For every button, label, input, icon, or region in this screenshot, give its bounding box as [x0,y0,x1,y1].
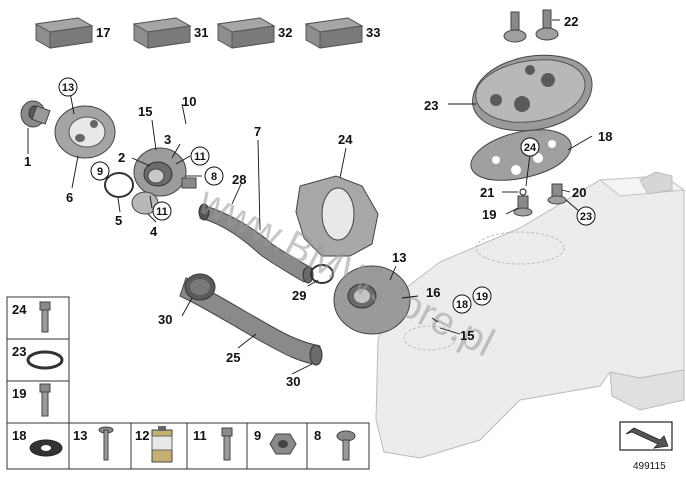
callout-17: 17 [96,25,110,40]
callout-31: 31 [194,25,208,40]
callout-7: 7 [254,124,261,139]
legend-label-23: 23 [12,344,26,359]
legend-label-11: 11 [193,428,207,443]
box-32[interactable] [216,17,276,49]
callout-32: 32 [278,25,292,40]
callout-28: 25 [226,350,240,365]
callout-1: 1 [24,154,31,169]
washer-icon-18 [29,439,63,457]
box-31[interactable] [132,17,192,49]
callout-25: 22 [564,14,578,29]
circled-18: 18 [456,299,468,311]
callout-2: 2 [118,150,125,165]
callout-30-left: 30 [158,312,172,327]
fuel-tank [375,171,686,459]
legend-label-12: 12 [135,428,149,443]
callout-20: 18 [598,129,612,144]
o-ring-part-5[interactable] [104,172,134,198]
fitting-part-21-right[interactable] [547,183,567,205]
screw-icon-8 [336,430,356,461]
screw-part-25-right[interactable] [535,9,559,41]
leader-lines [27,19,593,375]
circled-9: 9 [97,166,103,178]
circled-8: 8 [211,171,217,183]
hose-part-7[interactable] [198,203,314,284]
sealant-bottle-icon-12 [151,426,173,463]
callout-29-upper: 28 [232,172,246,187]
circled-24: 24 [524,142,537,154]
hex-bolt-icon-11 [221,427,233,461]
legend-label-13: 13 [73,428,87,443]
callout-15-top: 15 [138,104,152,119]
circled-23: 23 [580,211,592,223]
legend-label-18: 18 [12,428,26,443]
hex-bolt-icon-19 [39,383,51,417]
box-17[interactable] [34,17,94,49]
callout-14: 13 [392,250,406,265]
hex-bolt-icon-24 [39,301,51,333]
callout-16: 16 [426,285,440,300]
circled-11-lower: 11 [156,206,168,218]
hardware-legend: 24 23 19 18 13 12 11 9 8 [6,296,370,470]
callout-29-lower: 29 [292,288,306,303]
callout-3: 3 [164,132,171,147]
callout-10: 10 [182,94,196,109]
callout-22: 21 [480,185,494,200]
callout-30-right: 30 [286,374,300,389]
cap-insert-part-1[interactable] [20,100,51,128]
circled-13: 13 [62,82,74,94]
box-33[interactable] [304,17,364,49]
callout-26: 23 [424,98,438,113]
callout-33: 33 [366,25,380,40]
hex-nut-icon-9 [269,433,297,455]
hose-part-28[interactable] [179,273,323,366]
callout-27: 24 [338,132,353,147]
legend-label-19: 19 [12,386,26,401]
callout-4: 4 [150,224,158,239]
filler-neck-part-2[interactable] [133,147,197,197]
legend-label-9: 9 [254,428,261,443]
hose-clamp-part-29[interactable] [310,264,334,284]
direction-arrow-icon [625,427,669,449]
fitting-part-21-left[interactable] [513,195,533,217]
flange-ring-part-6[interactable] [54,105,116,159]
screw-icon-13 [98,426,114,461]
cover-plate-part-26[interactable] [472,54,593,132]
callout-15-right: 15 [460,328,474,343]
callout-21-right: 20 [572,185,586,200]
legend-label-8: 8 [314,428,321,443]
circled-11-upper: 11 [194,151,206,163]
callout-labels: 1 6 5 2 15 10 3 4 7 28 24 29 30 25 30 13… [24,14,612,389]
legend-label-24: 24 [12,302,27,317]
gasket-part-20[interactable] [470,129,572,181]
screw-part-25-left[interactable] [503,11,527,43]
callout-5: 5 [115,213,122,228]
circled-callouts: 13 9 11 8 11 24 23 18 19 [58,77,596,314]
filler-flange-part-16[interactable] [333,265,411,335]
view-arrow-box [619,421,673,451]
callout-6: 6 [66,190,73,205]
diagram-number: 499115 [633,461,666,472]
gasket-part-27[interactable] [295,175,379,257]
callout-21-left: 19 [482,207,496,222]
small-ring-part-22[interactable] [519,188,527,196]
o-ring-icon-23 [26,350,64,370]
circled-19: 19 [476,291,488,303]
